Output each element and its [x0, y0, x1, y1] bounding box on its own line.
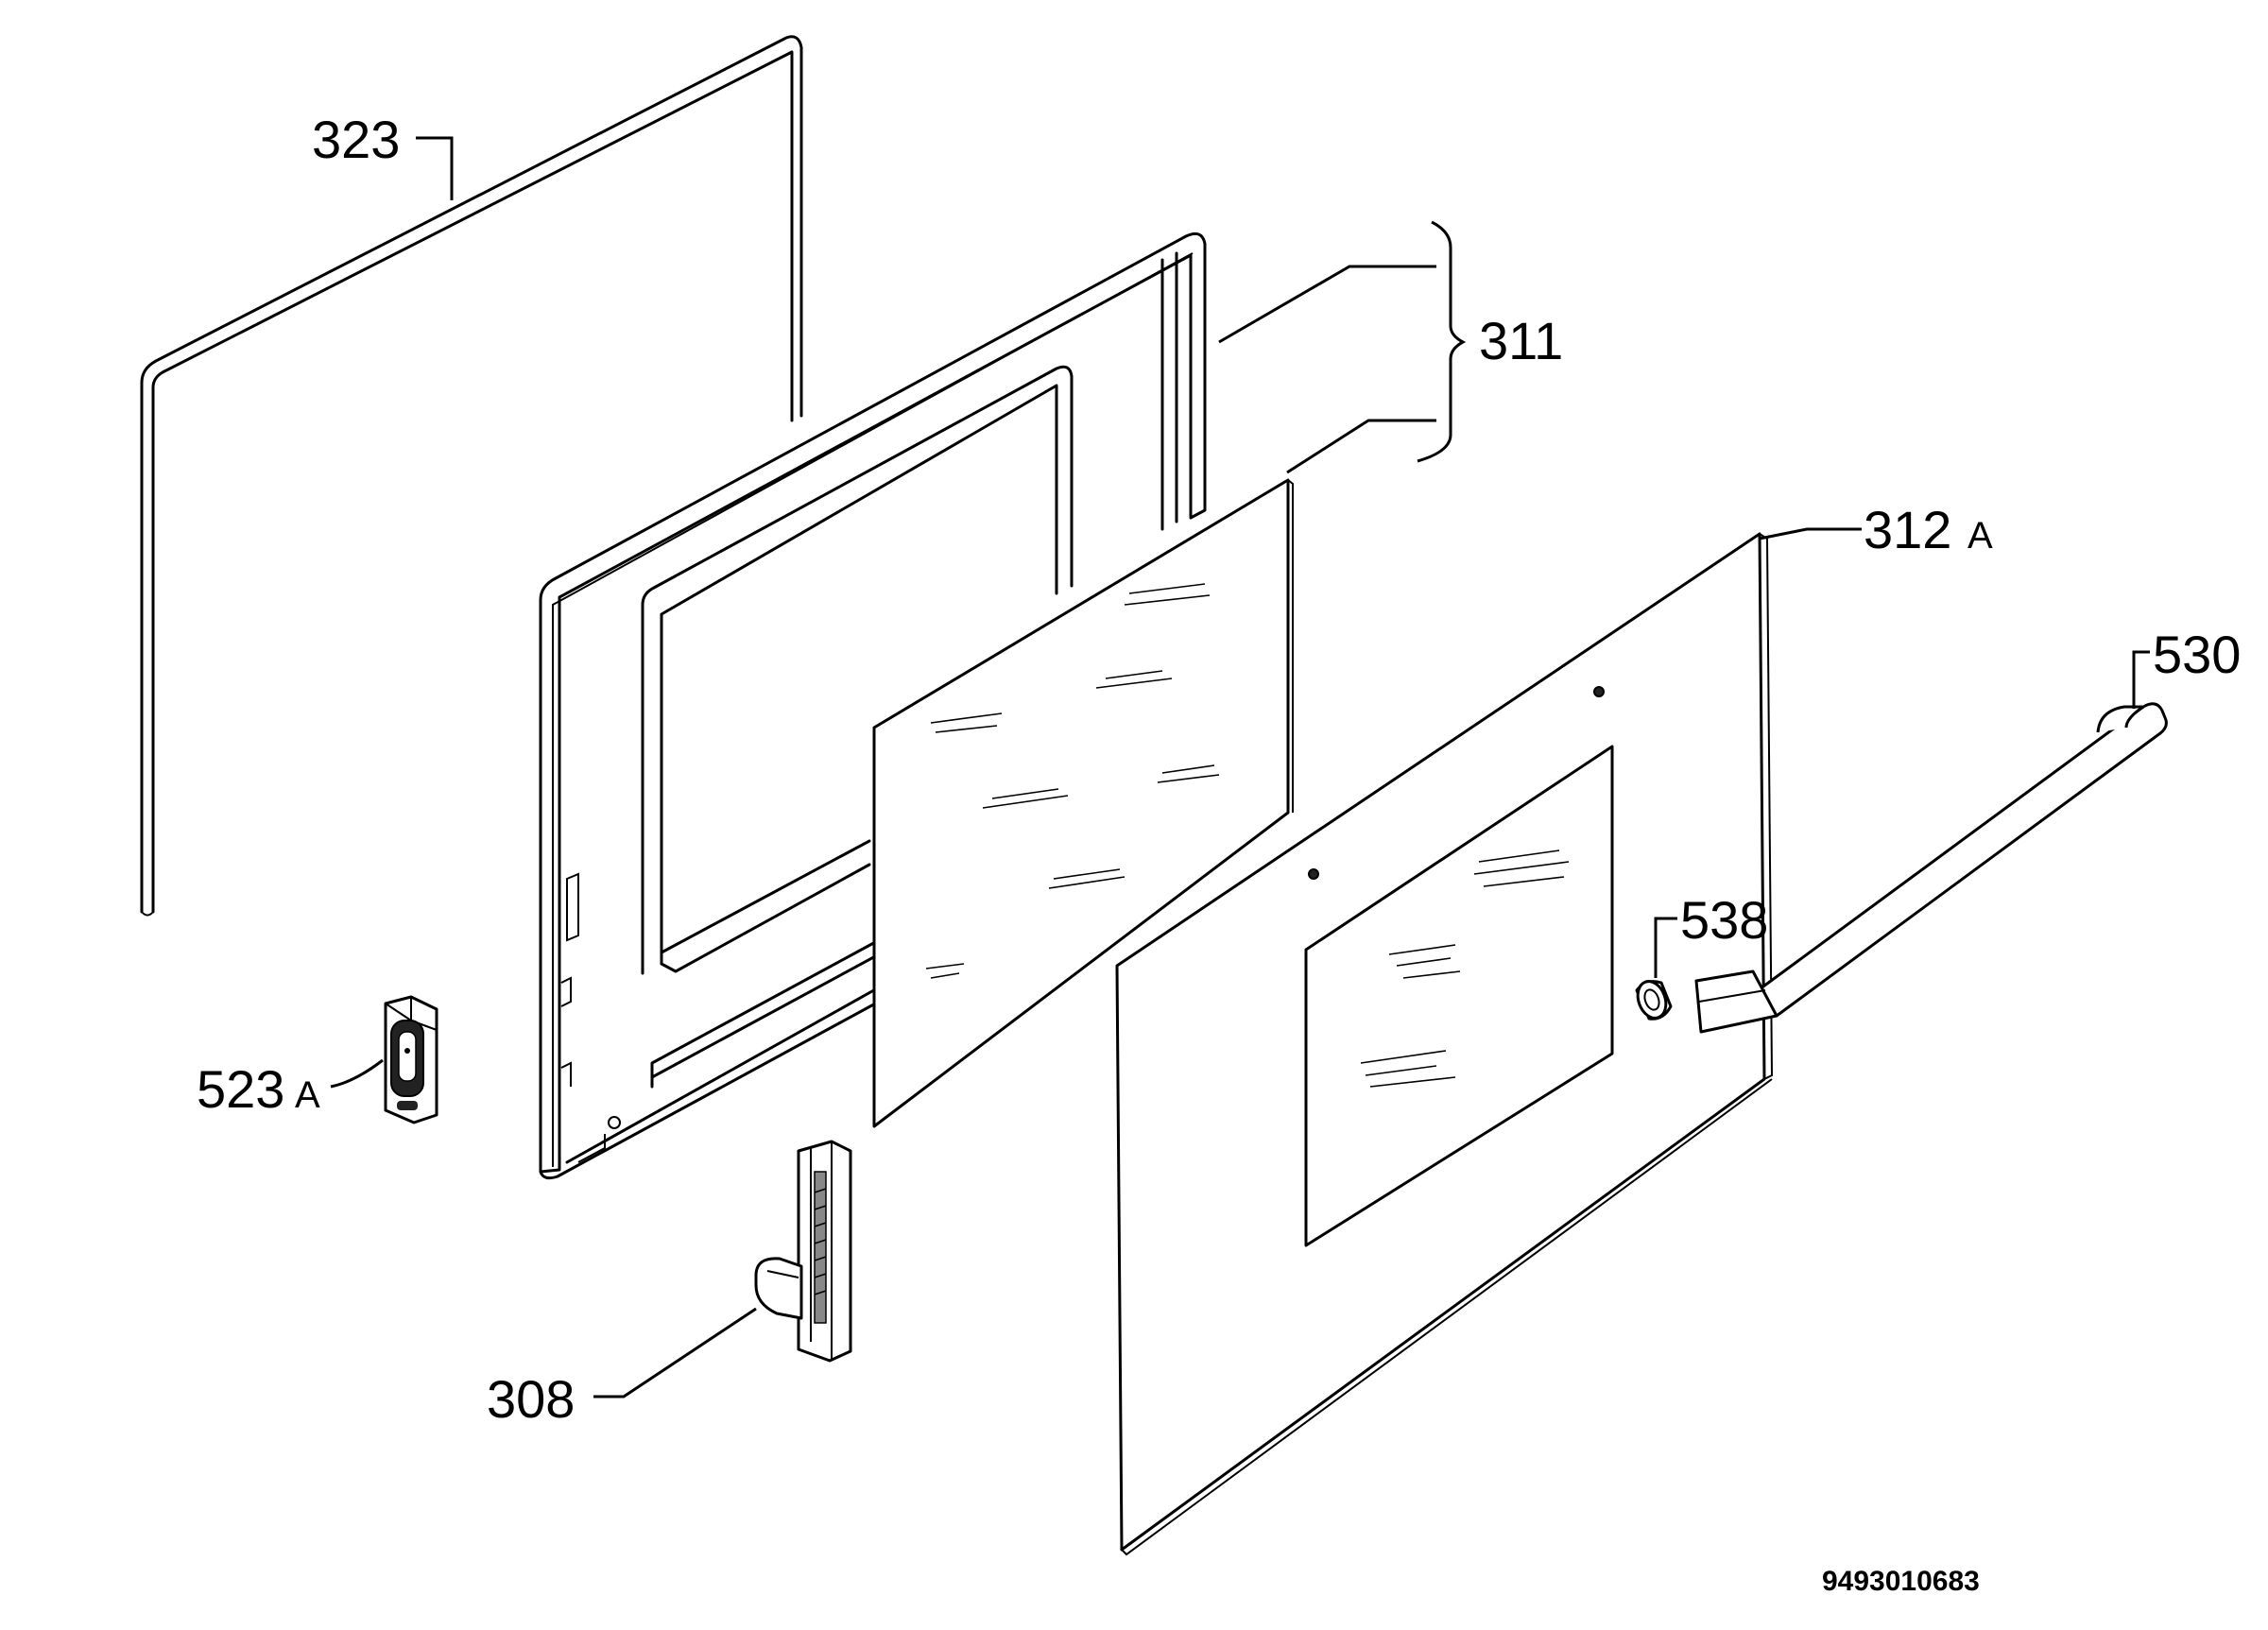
label-312a-suffix: A: [1967, 515, 1993, 557]
part-523a-catch-plate[interactable]: [384, 995, 438, 1124]
label-323: 323: [312, 110, 400, 169]
part-308-hinge[interactable]: [754, 1140, 852, 1363]
part-311-door-frame[interactable]: [539, 232, 1207, 1180]
part-323-door-seal[interactable]: [140, 35, 803, 917]
label-538: 538: [1680, 890, 1768, 950]
label-523a-suffix: A: [295, 1074, 320, 1116]
label-523a: 523: [197, 1059, 284, 1119]
label-530: 530: [2153, 625, 2241, 684]
part-530-door-handle[interactable]: [1694, 702, 2168, 1034]
label-312a: 312: [1864, 500, 1951, 559]
drawing-number: 9493010683: [1822, 1566, 1980, 1597]
part-312a-outer-glass-panel[interactable]: [1115, 532, 1774, 1556]
label-308: 308: [487, 1369, 575, 1429]
part-labels: 323 311 312 A 530 538 523 A 308 94930106…: [197, 110, 2241, 1597]
label-311: 311: [1479, 311, 1563, 370]
leader-lines: [330, 136, 2150, 1398]
part-311-inner-glass[interactable]: [872, 478, 1294, 1128]
part-538-spacer[interactable]: [1633, 977, 1673, 1021]
